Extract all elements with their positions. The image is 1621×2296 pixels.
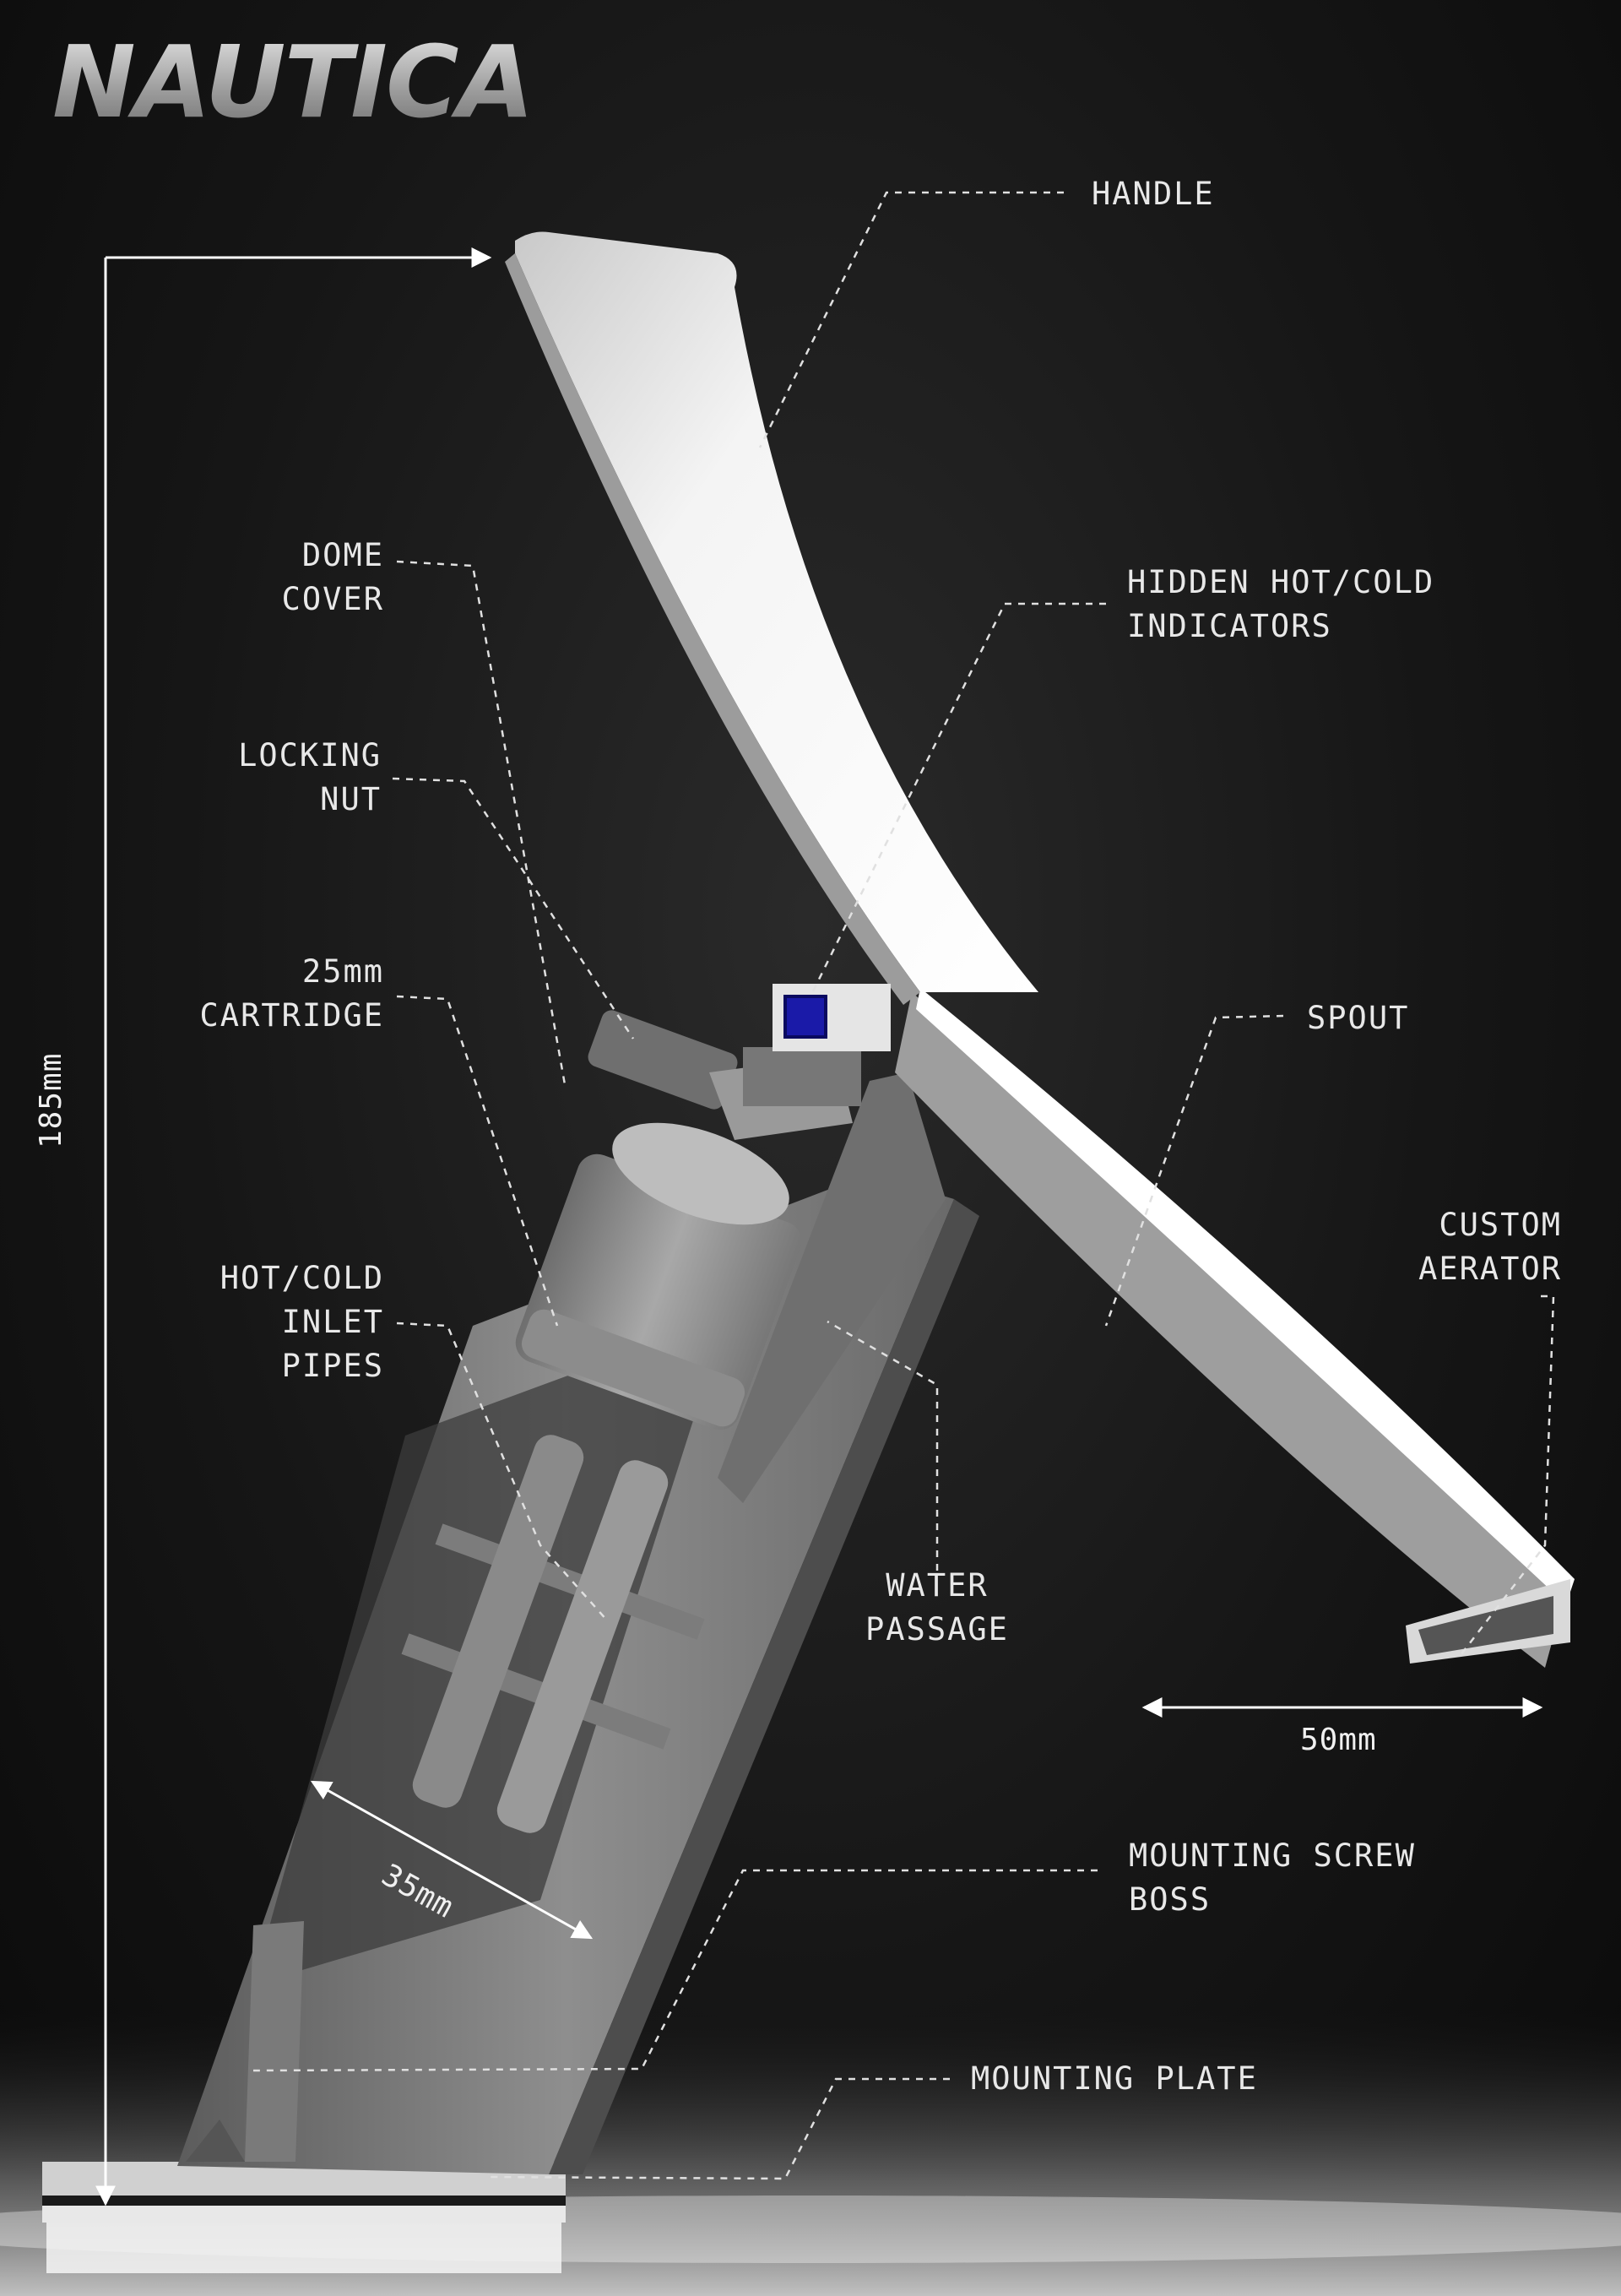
leader-screw-boss (252, 1869, 1098, 2072)
label-mounting-screw-boss-line-1: MOUNTING SCREW (1129, 1837, 1416, 1874)
label-mounting-plate: MOUNTING PLATE (971, 2057, 1258, 2101)
label-mounting-plate-line-1: MOUNTING PLATE (971, 2060, 1258, 2097)
leader-cartridge (396, 995, 559, 1327)
cartridge-shape (515, 1122, 802, 1430)
leader-aerator (1460, 1295, 1555, 1656)
label-dome-cover-line-2: COVER (281, 581, 384, 617)
label-spout: SPOUT (1307, 996, 1409, 1040)
label-hidden-indicators: HIDDEN HOT/COLD INDICATORS (1127, 561, 1434, 649)
label-inlet-pipes: HOT/COLD INLET PIPES (220, 1257, 384, 1388)
dimension-height-label: 185mm (34, 1052, 68, 1148)
label-locking-nut: LOCKING NUT (238, 734, 382, 822)
label-custom-aerator-line-2: AERATOR (1418, 1251, 1562, 1287)
label-cartridge-line-1: 25mm (301, 953, 384, 990)
label-hidden-indicators-line-2: INDICATORS (1127, 608, 1332, 644)
handle-edge-shape (505, 253, 920, 1005)
label-hidden-indicators-line-1: HIDDEN HOT/COLD (1127, 564, 1435, 600)
dimension-lines (95, 247, 1543, 2206)
leader-spout (1104, 1014, 1284, 1327)
label-handle: HANDLE (1092, 172, 1215, 216)
leader-handle (758, 191, 1064, 448)
leader-dome-cover (396, 560, 567, 1090)
dome-and-nut-shape (588, 1010, 861, 1140)
label-locking-nut-line-1: LOCKING (238, 737, 382, 773)
leader-mounting-plate (489, 2077, 950, 2180)
label-water-passage: WATER PASSAGE (865, 1564, 1009, 1652)
body-width-dimension-line (310, 1780, 594, 1940)
label-handle-line-1: HANDLE (1092, 176, 1215, 212)
label-custom-aerator: CUSTOM AERATOR (1418, 1203, 1562, 1291)
label-water-passage-line-1: WATER (886, 1567, 989, 1604)
label-mounting-screw-boss: MOUNTING SCREW BOSS (1129, 1834, 1416, 1922)
label-custom-aerator-line-1: CUSTOM (1439, 1207, 1562, 1243)
dimension-spout-width-label: 50mm (1300, 1723, 1377, 1757)
aerator-opening-shape (1418, 1596, 1553, 1655)
leader-water-passage (827, 1320, 939, 1571)
label-inlet-pipes-line-2: INLET (281, 1304, 384, 1340)
handle-shape (515, 231, 1038, 992)
spout-top-shape (916, 988, 1575, 1604)
label-locking-nut-line-2: NUT (320, 781, 382, 817)
label-dome-cover: DOME COVER (282, 534, 384, 621)
water-passage-shape (718, 1072, 946, 1503)
label-cartridge: 25mm CARTRIDGE (200, 950, 384, 1038)
hot-cold-indicator-shape (783, 995, 827, 1039)
label-mounting-screw-boss-line-2: BOSS (1129, 1881, 1212, 1918)
label-spout-line-1: SPOUT (1307, 1000, 1410, 1036)
mounting-plate-shape (42, 2162, 566, 2273)
label-dome-cover-line-1: DOME (301, 537, 384, 573)
leader-lines (252, 191, 1555, 2180)
leader-inlet-pipes (396, 1322, 609, 1622)
label-inlet-pipes-line-3: PIPES (281, 1348, 384, 1384)
label-inlet-pipes-line-1: HOT/COLD (220, 1260, 384, 1296)
spout-underside-shape (895, 992, 1570, 1668)
leader-locking-nut (392, 777, 635, 1039)
leader-indicators (809, 602, 1106, 997)
label-water-passage-line-2: PASSAGE (865, 1611, 1009, 1647)
label-cartridge-line-2: CARTRIDGE (199, 997, 384, 1034)
